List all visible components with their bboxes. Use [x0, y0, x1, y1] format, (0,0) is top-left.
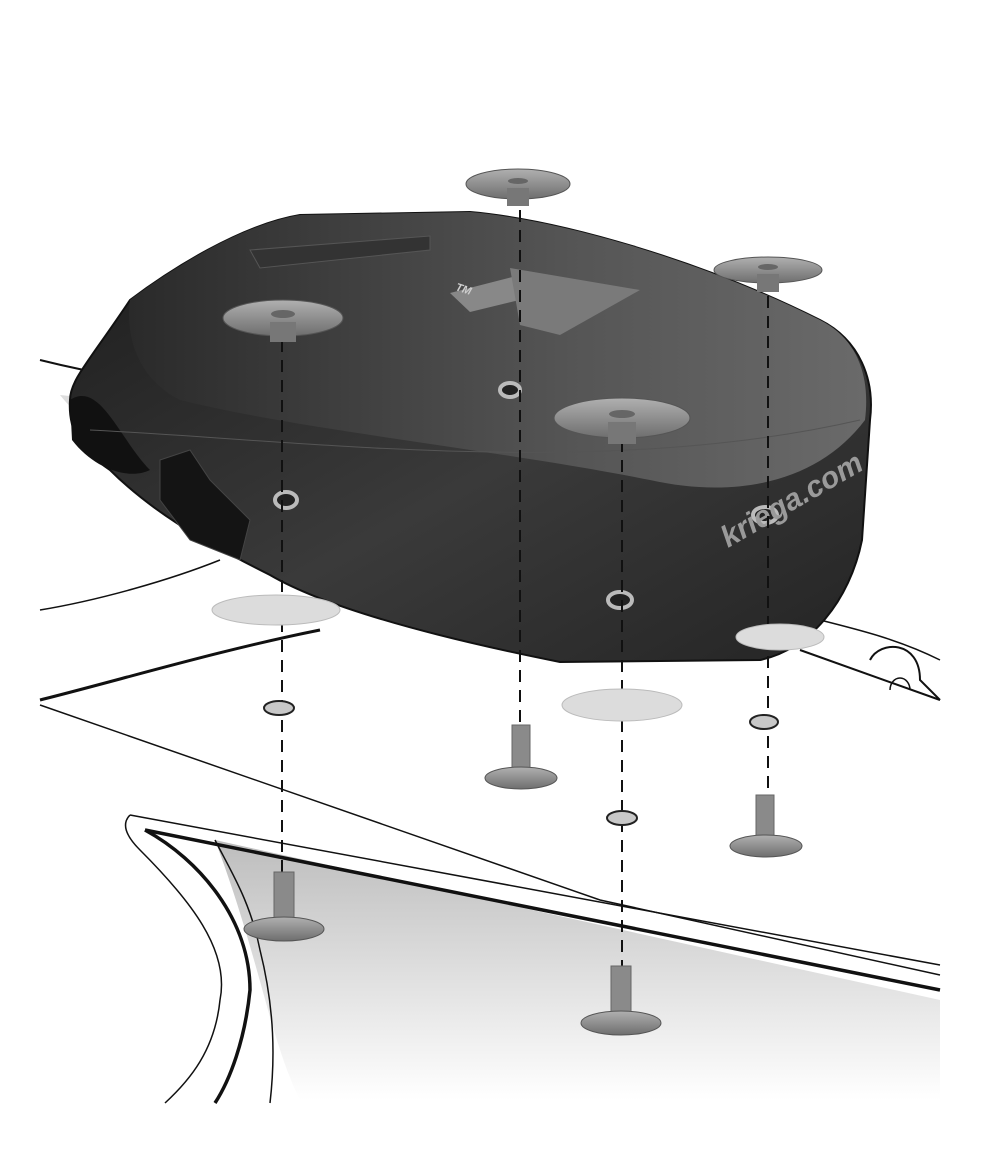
- rivet-head-icon: [222, 299, 344, 342]
- bag-mounting-holes: [273, 381, 779, 610]
- rivet-head-icon: [465, 168, 571, 206]
- rivet-heads: [222, 168, 823, 444]
- screw-icon: [484, 724, 558, 790]
- screw-icon: [243, 871, 325, 942]
- rivet-head-icon: [713, 256, 823, 292]
- frame-shadow: [215, 840, 940, 1100]
- trademark-mark: TM: [454, 281, 474, 298]
- o-rings: [263, 700, 779, 826]
- motorcycle-seat-outline: [39, 359, 941, 976]
- motorcycle-frame-outline: [124, 814, 941, 1104]
- screw-icon: [580, 965, 662, 1036]
- screw-icon: [729, 794, 803, 858]
- brand-logo-k: [510, 268, 640, 335]
- buckle: [159, 449, 251, 561]
- rivet-head-icon: [553, 397, 691, 444]
- screws: [243, 724, 803, 1036]
- washers: [211, 594, 825, 722]
